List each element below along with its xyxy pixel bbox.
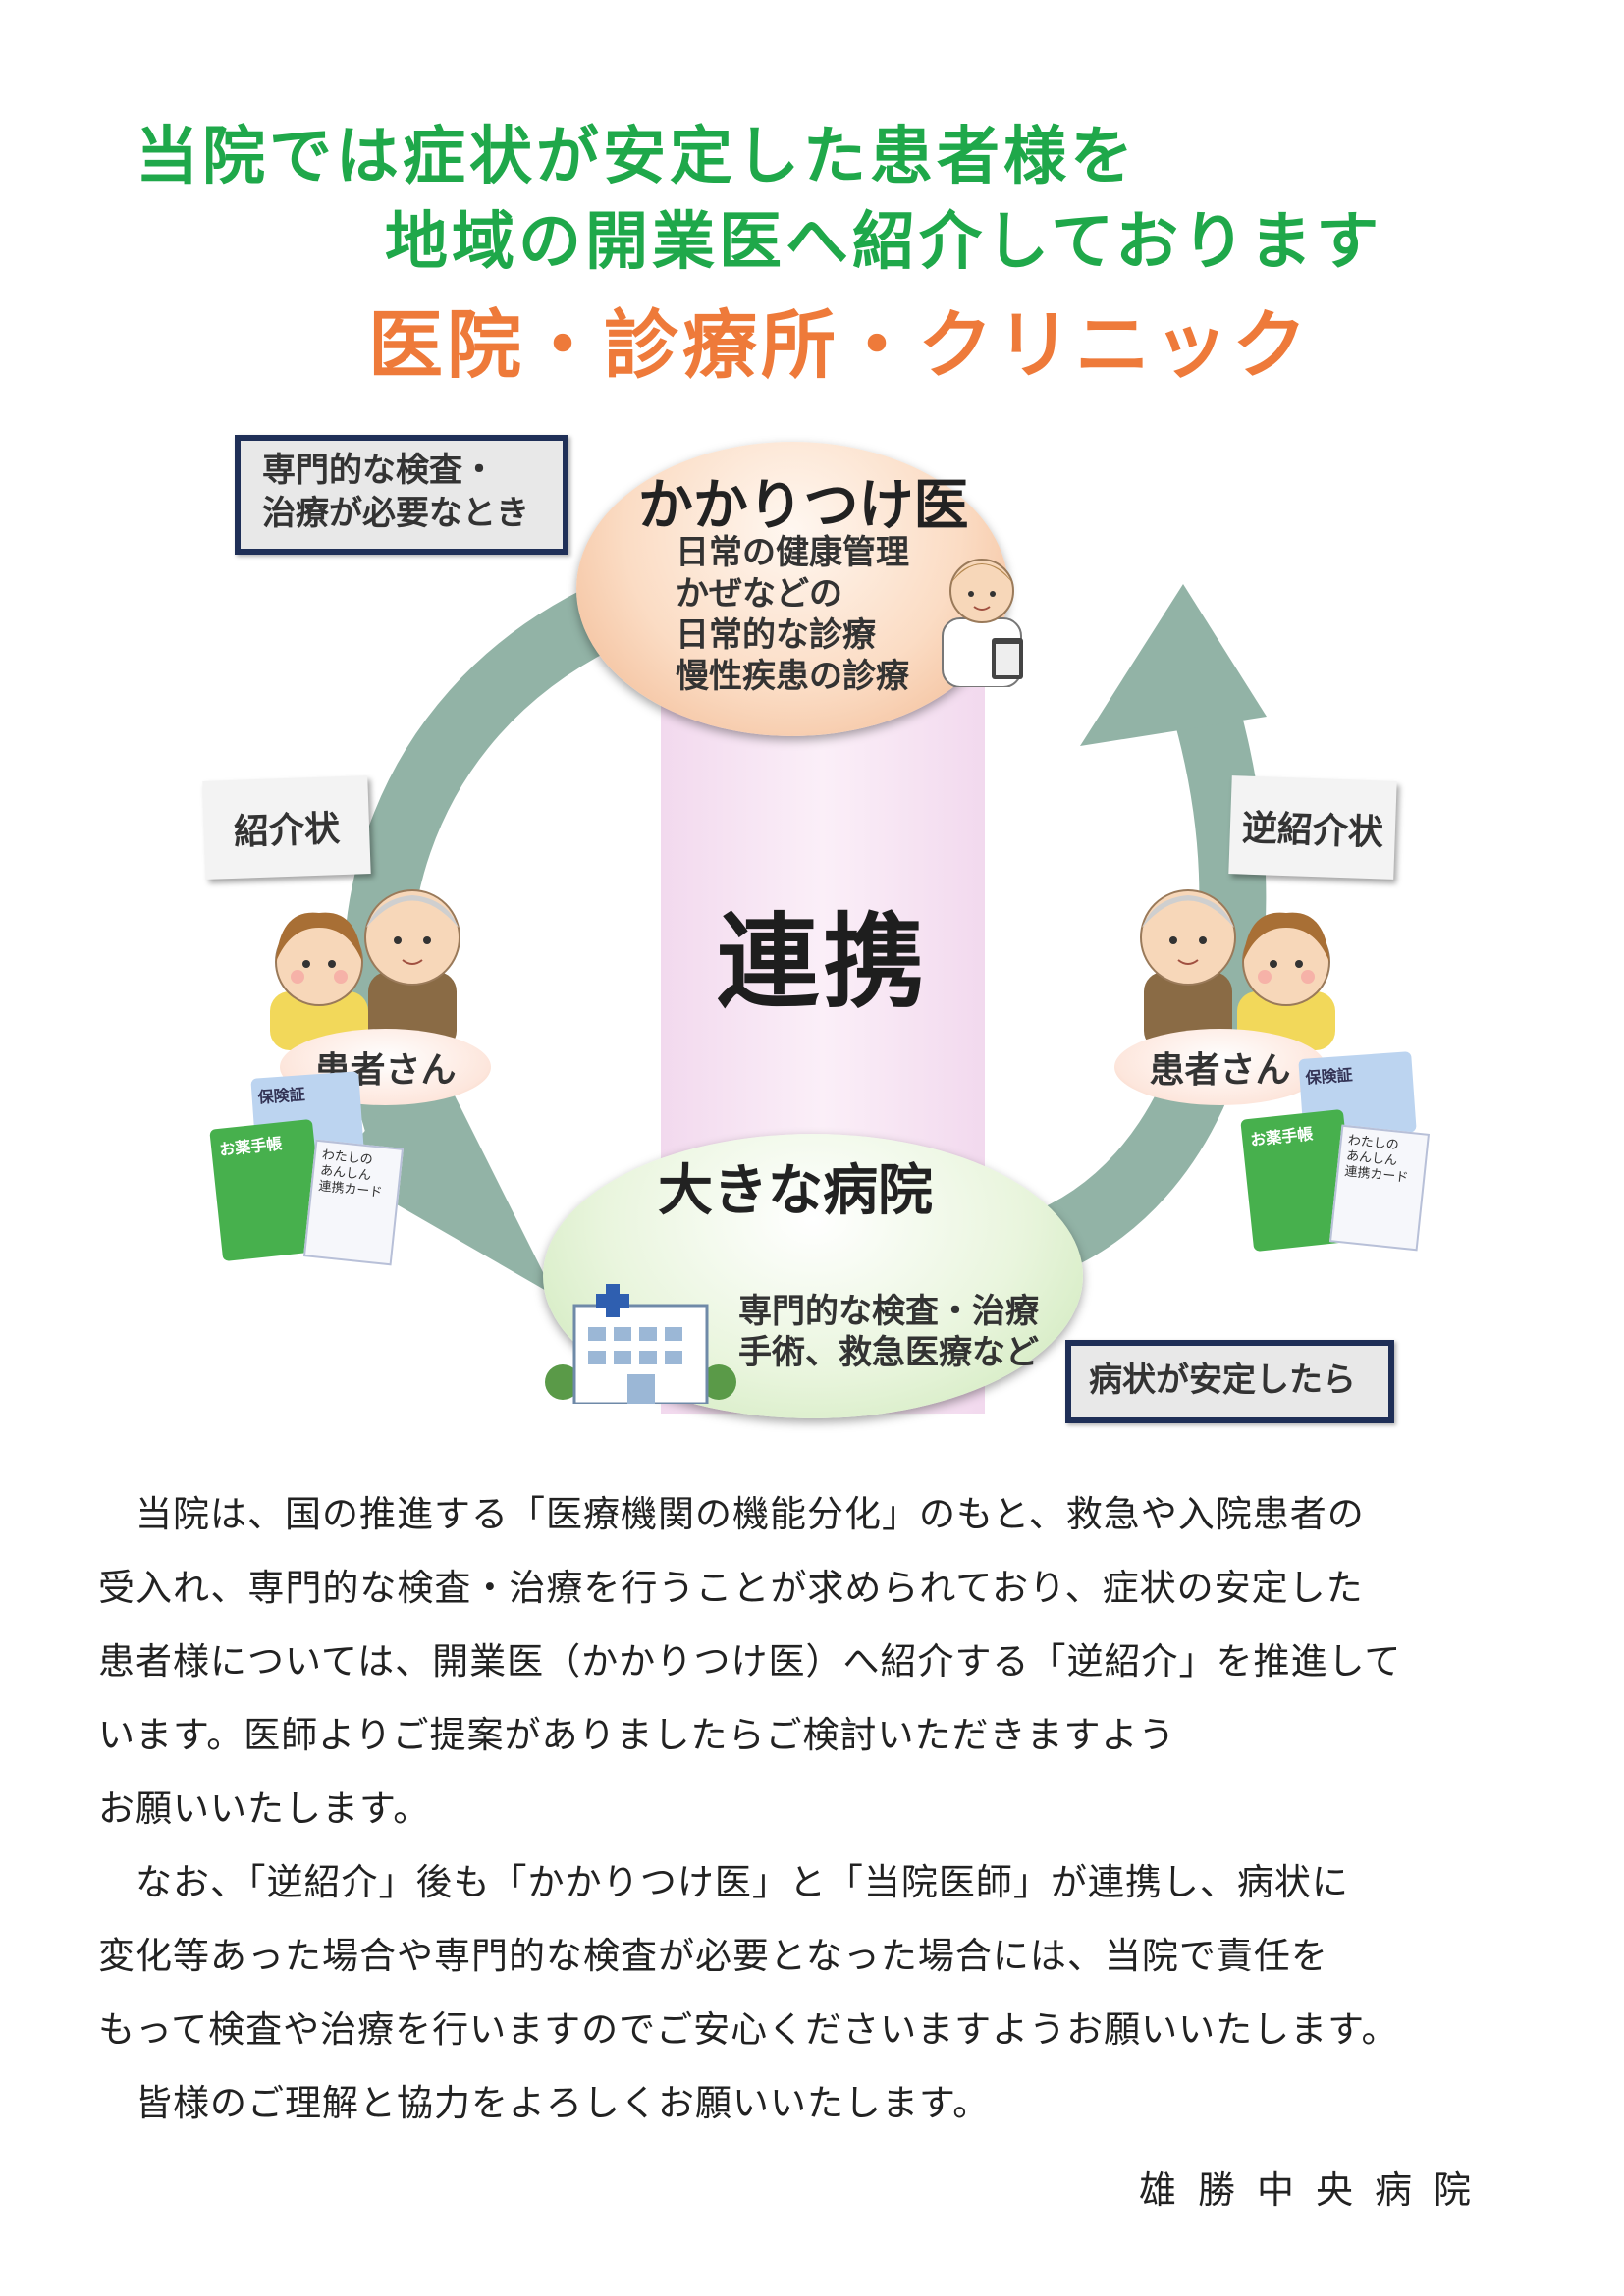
big-hospital-title: 大きな病院 [658, 1159, 933, 1223]
body-paragraph-2: なお、「逆紹介」後も「かかりつけ医」と「当院医師」が連携し、病状に 変化等あった… [98, 1861, 1399, 2051]
cards-right: 保険証 お薬手帳 わたしの あんしん 連携カード [1232, 1051, 1431, 1261]
hospital-signature: 雄勝中央病院 [1139, 2168, 1493, 2212]
patients-illustration-right [1140, 889, 1335, 1050]
heading-line-2: 地域の開業医へ紹介しております [385, 206, 1383, 279]
label-specialized-needed: 専門的な検査・ 治療が必要なとき [235, 435, 568, 555]
big-hospital-description: 専門的な検査・治療 手術、救急医療など [738, 1292, 1039, 1372]
anshin-card: わたしの あんしん 連携カード [302, 1139, 405, 1266]
cards-left: 保険証 お薬手帳 わたしの あんしん 連携カード [209, 1071, 412, 1271]
heading-line-3: 医院・診療所・クリニック [368, 301, 1311, 389]
right-arrow-head [1080, 584, 1267, 746]
anshin-card: わたしの あんしん 連携カード [1328, 1124, 1431, 1252]
label-condition-stable: 病状が安定したら [1065, 1340, 1394, 1423]
family-doctor-description: 日常の健康管理 かぜなどの 日常的な診療 慢性疾患の診療 [676, 533, 909, 696]
family-doctor-oval [576, 442, 1008, 736]
cycle-diagram: 専門的な検査・ 治療が必要なとき かかりつけ医 日常の健康管理 かぜなどの 日常… [0, 422, 1624, 1433]
patient-label-right: 患者さん [1114, 1029, 1326, 1105]
hospital-building-icon [545, 1284, 736, 1404]
left-arrow-head [334, 1050, 555, 1296]
patients-illustration-left [270, 889, 460, 1050]
body-paragraph-3: 皆様のご理解と協力をよろしくお願いいたします。 [98, 2082, 991, 2124]
doctor-illustration [942, 559, 1023, 687]
cooperation-text: 連携 [717, 902, 930, 1022]
family-doctor-title: かかりつけ医 [638, 474, 969, 538]
patient-label-left: 患者さん [280, 1029, 491, 1105]
heading-line-1: 当院では症状が安定した患者様を [135, 121, 1137, 193]
body-paragraph-1: 当院は、国の推進する「医療機関の機能分化」のもと、救急や入院患者の 受入れ、専門… [98, 1493, 1402, 1830]
